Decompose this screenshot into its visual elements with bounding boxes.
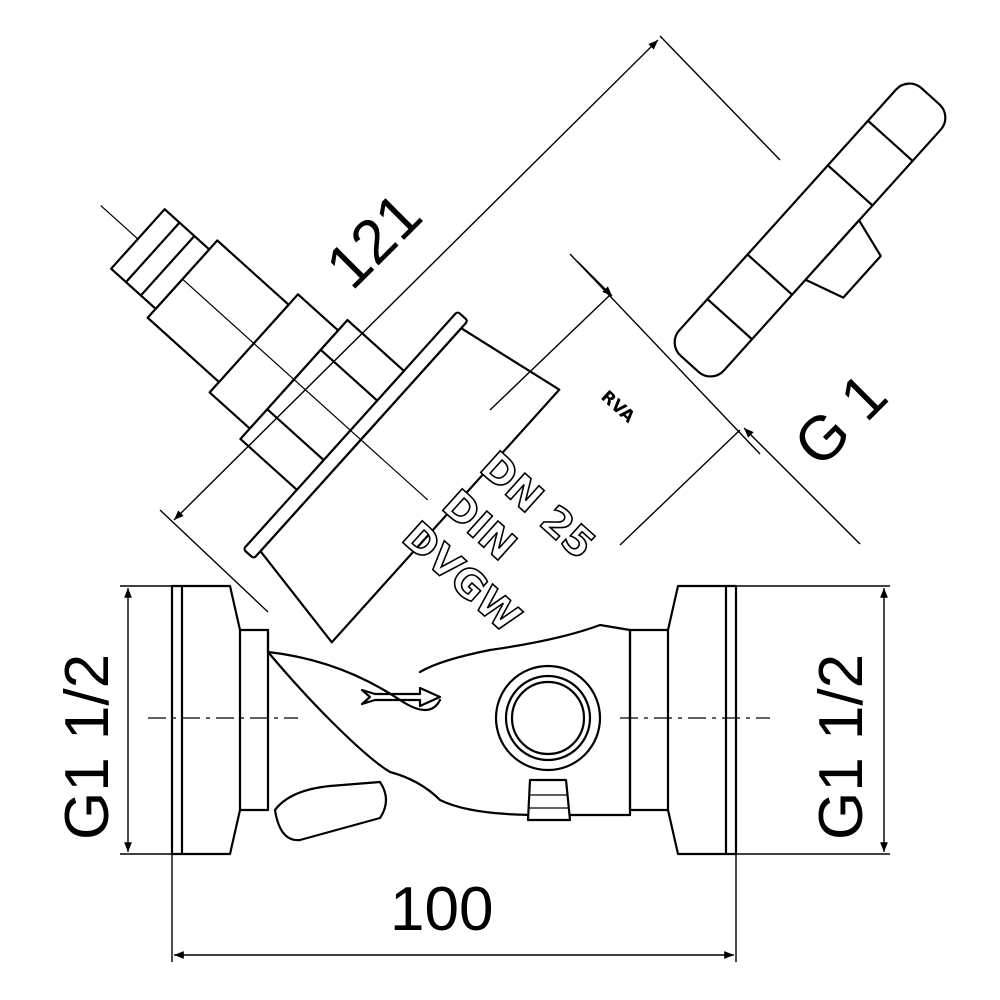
left-connection-label: G1 1/2 — [53, 654, 122, 840]
handwheel — [673, 82, 947, 378]
valve-bonnet — [100, 205, 561, 644]
dimension-face-to-face: 100 — [171, 854, 737, 962]
face-to-face-label: 100 — [390, 875, 493, 944]
valve-body — [170, 584, 738, 856]
overall-length-label: 121 — [313, 180, 435, 302]
right-connection-label: G1 1/2 — [807, 654, 876, 840]
dimension-right-connection: G1 1/2 — [736, 585, 890, 855]
dimension-left-connection: G1 1/2 — [53, 585, 172, 855]
spindle-thread-label: G 1 — [781, 360, 900, 479]
brand-marking: RVA — [597, 387, 639, 428]
